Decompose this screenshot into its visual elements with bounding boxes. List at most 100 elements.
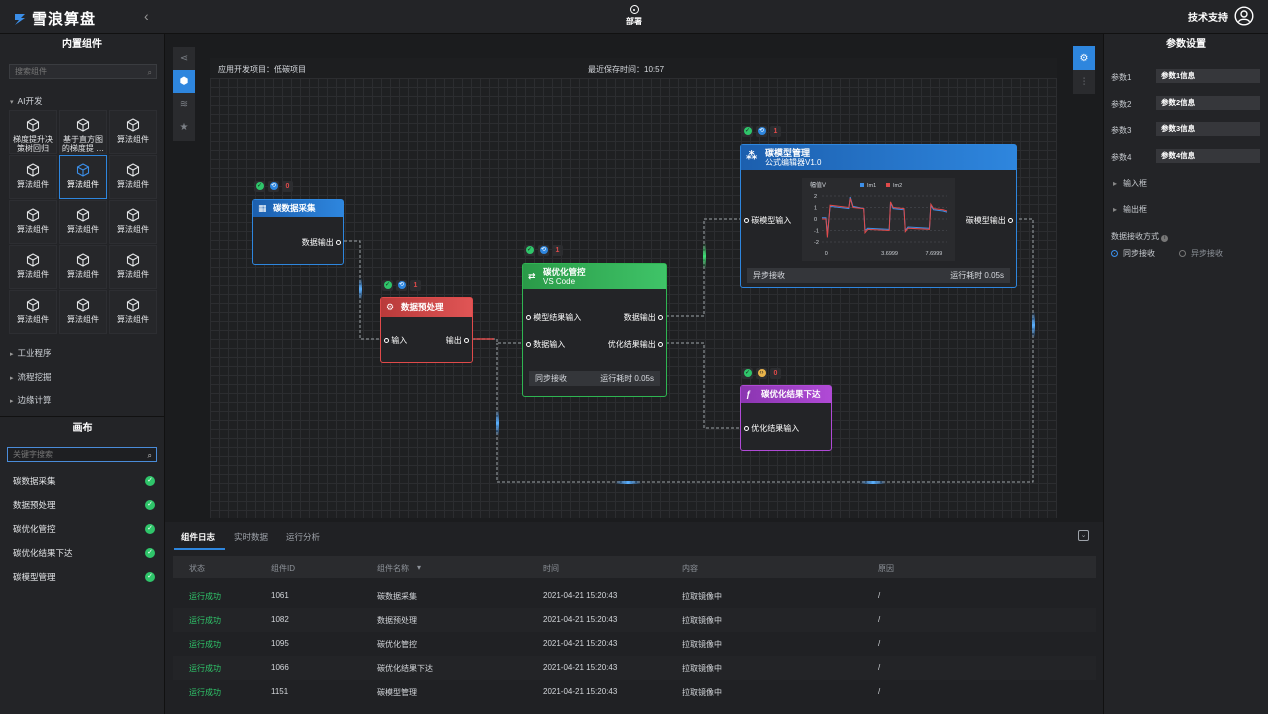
y-tick-label: 0 bbox=[814, 217, 817, 223]
support-menu[interactable]: 技术支持 bbox=[1188, 6, 1254, 26]
param-value-field[interactable]: 参数3信息 bbox=[1156, 122, 1260, 136]
node-collect-out-port[interactable]: 数据输出 bbox=[302, 237, 341, 248]
node-optimize-out2-port[interactable]: 优化结果输出 bbox=[608, 339, 663, 350]
user-avatar-icon[interactable] bbox=[1234, 6, 1254, 26]
component-tile[interactable]: 梯度提升决策树回归 bbox=[9, 110, 57, 154]
radio-sync-dot[interactable] bbox=[1111, 250, 1118, 257]
radio-async-dot[interactable] bbox=[1179, 250, 1186, 257]
table-cell: 拉取镜像中 bbox=[682, 688, 722, 697]
component-tile[interactable]: 算法组件 bbox=[109, 290, 157, 334]
component-tile[interactable]: 算法组件 bbox=[9, 200, 57, 244]
port-dot[interactable] bbox=[658, 315, 663, 320]
table-cell: 碳模型管理 bbox=[377, 688, 417, 697]
search-icon[interactable]: ⌕ bbox=[147, 68, 152, 77]
component-tile[interactable]: 算法组件 bbox=[9, 245, 57, 289]
component-tile[interactable]: 算法组件 bbox=[9, 155, 57, 199]
component-tile[interactable]: 算法组件 bbox=[109, 110, 157, 154]
port-dot[interactable] bbox=[464, 338, 469, 343]
collapse-sidebar-button[interactable]: ‹ bbox=[144, 8, 149, 24]
app-logo[interactable]: 雪浪算盘 bbox=[12, 8, 96, 29]
component-tile[interactable]: 算法组件 bbox=[59, 290, 107, 334]
port-dot[interactable] bbox=[658, 342, 663, 347]
share-icon[interactable]: ⋖ bbox=[179, 53, 189, 64]
table-cell: 2021-04-21 15:20:43 bbox=[543, 615, 618, 624]
node-dispatch-in-port[interactable]: 优化结果输入 bbox=[744, 423, 799, 434]
component-tile[interactable]: 算法组件 bbox=[109, 155, 157, 199]
tab-realtime-data[interactable]: 实时数据 bbox=[234, 532, 269, 542]
node-preprocess-out-port[interactable]: 输出 bbox=[446, 335, 469, 346]
tab-run-analysis[interactable]: 运行分析 bbox=[286, 532, 321, 542]
port-dot[interactable] bbox=[336, 240, 341, 245]
node-preprocess-in-port[interactable]: 输入 bbox=[384, 335, 407, 346]
table-cell: 1082 bbox=[271, 615, 289, 624]
port-dot[interactable] bbox=[744, 426, 749, 431]
component-tile[interactable]: 算法组件 bbox=[9, 290, 57, 334]
port-dot[interactable] bbox=[526, 342, 531, 347]
output-box-group[interactable]: ▸输出框 bbox=[1113, 204, 1147, 215]
keyword-search-input[interactable]: 关键字搜索 ⌕ bbox=[7, 447, 157, 462]
component-tile[interactable]: 算法组件 bbox=[59, 245, 107, 289]
radio-async[interactable]: 异步接收 bbox=[1179, 248, 1223, 259]
node-preprocess[interactable]: ⚙ 数据预处理 输入 输出 bbox=[380, 297, 473, 363]
canvas-list-item[interactable]: 碳优化管控✓ bbox=[0, 518, 165, 540]
settings-icon[interactable]: ⚙ bbox=[1073, 46, 1095, 70]
node-optimize-in1-label: 模型结果输入 bbox=[533, 313, 582, 322]
sort-icon[interactable]: ▾ bbox=[417, 563, 422, 572]
radio-sync[interactable]: 同步接收 bbox=[1111, 248, 1155, 259]
optimize-badges: ✓ ⟲ 1 bbox=[524, 245, 563, 256]
node-collect[interactable]: ▦ 碳数据采集 数据输出 bbox=[252, 199, 344, 265]
node-model-footer: 异步接收 运行耗时 0.05s bbox=[747, 268, 1010, 283]
port-dot[interactable] bbox=[526, 315, 531, 320]
component-search-input[interactable]: 搜索组件 ⌕ bbox=[9, 64, 157, 79]
info-icon[interactable]: i bbox=[1161, 235, 1169, 242]
port-dot[interactable] bbox=[1008, 218, 1013, 223]
column-header[interactable]: 组件名称 bbox=[377, 564, 409, 573]
search-icon[interactable]: ⌕ bbox=[147, 451, 152, 460]
cube-icon bbox=[126, 163, 140, 177]
node-model-in-port[interactable]: 碳模型输入 bbox=[744, 215, 791, 226]
group-edge[interactable]: ▸边缘计算 bbox=[10, 394, 52, 406]
group-industry[interactable]: ▸工业程序 bbox=[10, 347, 52, 359]
param-value-field[interactable]: 参数4信息 bbox=[1156, 148, 1260, 163]
input-box-group[interactable]: ▸输入框 bbox=[1113, 178, 1147, 189]
deploy-button[interactable]: 部署 bbox=[620, 5, 648, 27]
node-optimize-out1-port[interactable]: 数据输出 bbox=[624, 312, 663, 323]
param-value-field[interactable]: 参数1信息 bbox=[1156, 69, 1260, 83]
group-process-mining[interactable]: ▸流程挖掘 bbox=[10, 371, 52, 383]
param-value-field[interactable]: 参数2信息 bbox=[1156, 95, 1260, 110]
node-collect-out-label: 数据输出 bbox=[301, 238, 334, 247]
component-tile[interactable]: 算法组件 bbox=[109, 200, 157, 244]
node-model-out-port[interactable]: 碳模型输出 bbox=[966, 215, 1013, 226]
component-tile[interactable]: 算法组件 bbox=[59, 200, 107, 244]
canvas-list-item[interactable]: 数据预处理✓ bbox=[0, 494, 165, 516]
node-optimize-in2-port[interactable]: 数据输入 bbox=[526, 339, 565, 350]
node-optimize-in2-label: 数据输入 bbox=[533, 340, 566, 349]
port-dot[interactable] bbox=[384, 338, 389, 343]
canvas-list-item[interactable]: 碳数据采集✓ bbox=[0, 470, 165, 492]
sliders-icon[interactable]: ⫶ bbox=[1082, 76, 1086, 88]
table-cell: 碳优化管控 bbox=[377, 640, 417, 649]
canvas-list-item[interactable]: 碳模型管理✓ bbox=[0, 566, 165, 588]
star-icon[interactable]: ★ bbox=[179, 122, 189, 133]
x-tick-label: 0 bbox=[825, 251, 828, 257]
layers-icon[interactable]: ≋ bbox=[179, 99, 189, 110]
port-dot[interactable] bbox=[744, 218, 749, 223]
component-tile[interactable]: 算法组件 bbox=[59, 155, 107, 199]
canvas-list-item[interactable]: 碳优化结果下达✓ bbox=[0, 542, 165, 564]
node-optimize[interactable]: ⇄ 碳优化管控 VS Code 模型结果输入 数据输出 数据输入 优化结果输出 … bbox=[522, 263, 667, 397]
node-dispatch[interactable]: ƒ 碳优化结果下达 优化结果输入 bbox=[740, 385, 832, 451]
cube-icon[interactable]: ⬢ bbox=[173, 70, 195, 93]
collapse-panel-icon[interactable]: ⌄ bbox=[1078, 530, 1089, 541]
component-tile[interactable]: 算法组件 bbox=[109, 245, 157, 289]
group-ai[interactable]: ▾AI开发 bbox=[10, 95, 43, 107]
node-optimize-in1-port[interactable]: 模型结果输入 bbox=[526, 312, 581, 323]
component-tile[interactable]: 基于直方图的梯度提 … bbox=[59, 110, 107, 154]
tab-component-log[interactable]: 组件日志 bbox=[181, 532, 216, 542]
cube-icon bbox=[26, 208, 40, 222]
